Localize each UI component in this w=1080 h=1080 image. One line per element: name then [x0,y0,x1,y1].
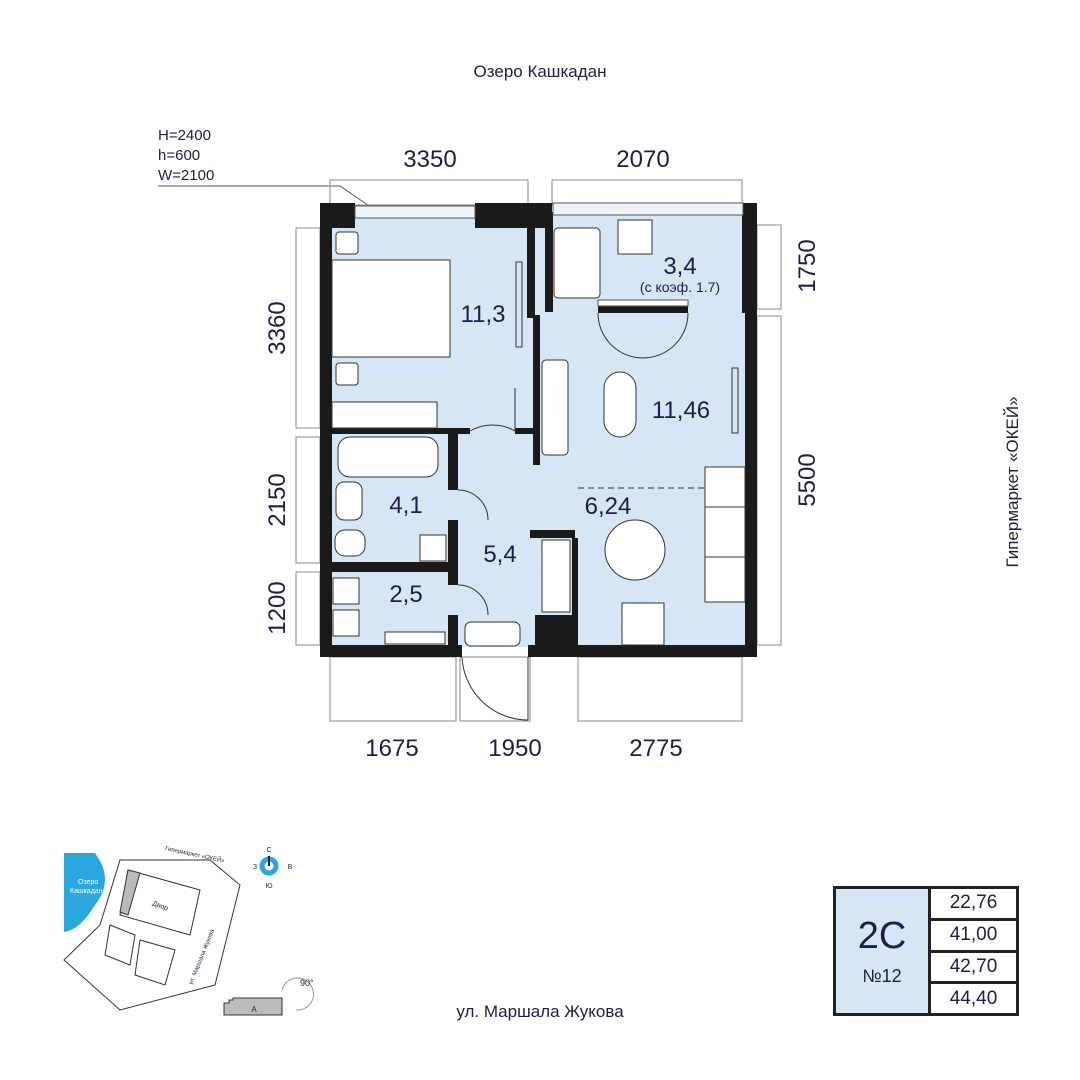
room-area-kitchen: 6,24 [585,493,632,520]
area-full: 44,40 [931,984,1016,1013]
building-2 [104,924,136,966]
room-loggia-note: (с коэф. 1.7) [640,279,720,295]
area-living: 22,76 [931,889,1016,918]
site-street: ул. Маршала Жукова [188,928,216,986]
toilet-icon [334,529,366,557]
window-spec-h: H=2400 [158,127,211,144]
compass-s: Ю [265,883,272,890]
dim-bottom-3: 2775 [629,735,682,762]
fridge-icon [704,466,746,508]
furniture [331,219,746,647]
shelf-icon [384,631,446,645]
closet-icon [541,539,571,613]
site-boundary [63,859,241,1011]
lake-shape [64,853,105,932]
dim-top-1: 3350 [403,146,456,173]
apartment-type: 2С [857,914,907,957]
nightstand-icon [335,362,359,386]
dim-top-2: 2070 [616,146,669,173]
room-area-living: 11,46 [652,397,710,424]
dim-left-1: 3360 [264,301,291,354]
room-area-bathroom: 4,1 [389,492,422,519]
stove-icon [621,602,665,646]
bed-icon [331,259,451,358]
dryer-icon [332,609,360,637]
site-lake-1: Озеро [78,879,98,886]
label-shop: Гипермаркет «ОКЕЙ» [1003,396,1022,567]
doors [457,261,739,721]
section-a-label: А [251,1005,257,1014]
counter-icon [704,506,746,558]
wardrobe-icon [331,401,438,429]
dim-left-3: 1200 [264,581,291,634]
building-highlight [119,869,141,916]
window-leader [158,185,379,213]
boiler-icon [332,577,360,605]
building-3 [134,939,176,986]
table-icon [617,219,653,255]
sofa-icon [541,359,569,456]
apartment-number: №12 [862,965,902,986]
nightstand-icon [335,231,359,255]
section-a-shape [223,997,283,1016]
area-total: 41,00 [931,920,1016,950]
label-street: ул. Маршала Жукова [456,1002,624,1021]
washer-icon [419,534,447,562]
compass-e: В [288,864,293,871]
coffee-table-icon [603,371,637,438]
window-spec-w: W=2100 [158,167,214,184]
window-spec-hh: h=600 [158,147,200,164]
shoe-bench-icon [464,621,521,647]
site-map: Озеро Кашкадан Гипермаркет «ОКЕЙ» ул. Ма… [63,844,314,1016]
apartment-info-table: 2С №12 22,76 41,00 42,70 44,40 [833,886,1019,1016]
kitchen-sink-icon [704,556,746,603]
dining-table-icon [604,519,666,581]
dim-right-1: 1750 [794,239,821,292]
dim-right-2: 5500 [794,453,821,506]
rotation-label: 90° [300,978,314,988]
room-area-bedroom: 11,3 [461,301,506,328]
room-area-utility: 2,5 [389,581,422,608]
sink-icon [335,481,363,521]
dim-left-2: 2150 [264,473,291,526]
label-lake: Озеро Кашкадан [474,62,607,81]
apartment-type-cell: 2С №12 [836,889,928,1013]
area-list: 22,76 41,00 42,70 44,40 [931,889,1016,1013]
bathtub-icon [337,436,439,478]
windows [354,202,744,307]
area-with-loggia: 42,70 [931,952,1016,982]
compass-w: З [253,864,257,871]
dim-bottom-2: 1950 [488,735,541,762]
armchair-icon [553,227,601,299]
dim-bottom-1: 1675 [365,735,418,762]
compass-n: С [266,847,271,854]
walls [320,203,757,657]
site-shop: Гипермаркет «ОКЕЙ» [165,844,226,865]
site-lake-2: Кашкадан [70,888,103,895]
room-area-hall: 5,4 [483,541,516,568]
rotation-arc [281,977,314,1011]
room-area-loggia: 3,4 [663,253,696,280]
